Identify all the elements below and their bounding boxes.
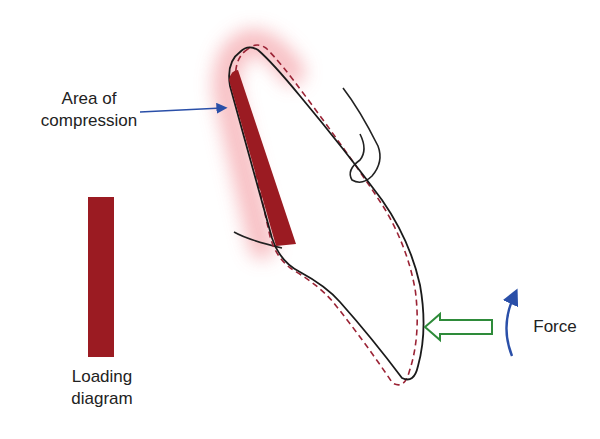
force-arrow	[425, 314, 492, 340]
tooth-outline	[229, 47, 423, 379]
loading-bar	[88, 197, 114, 357]
callout-label: Force	[520, 316, 590, 338]
callout-label: Area of compression	[30, 88, 148, 132]
displaced-tooth	[220, 44, 432, 386]
gingiva-outline	[343, 88, 380, 182]
compression-area	[229, 70, 296, 246]
rotation-arrow	[506, 296, 514, 356]
callout-label: Loading diagram	[48, 366, 156, 410]
leader-arrow	[140, 108, 222, 112]
